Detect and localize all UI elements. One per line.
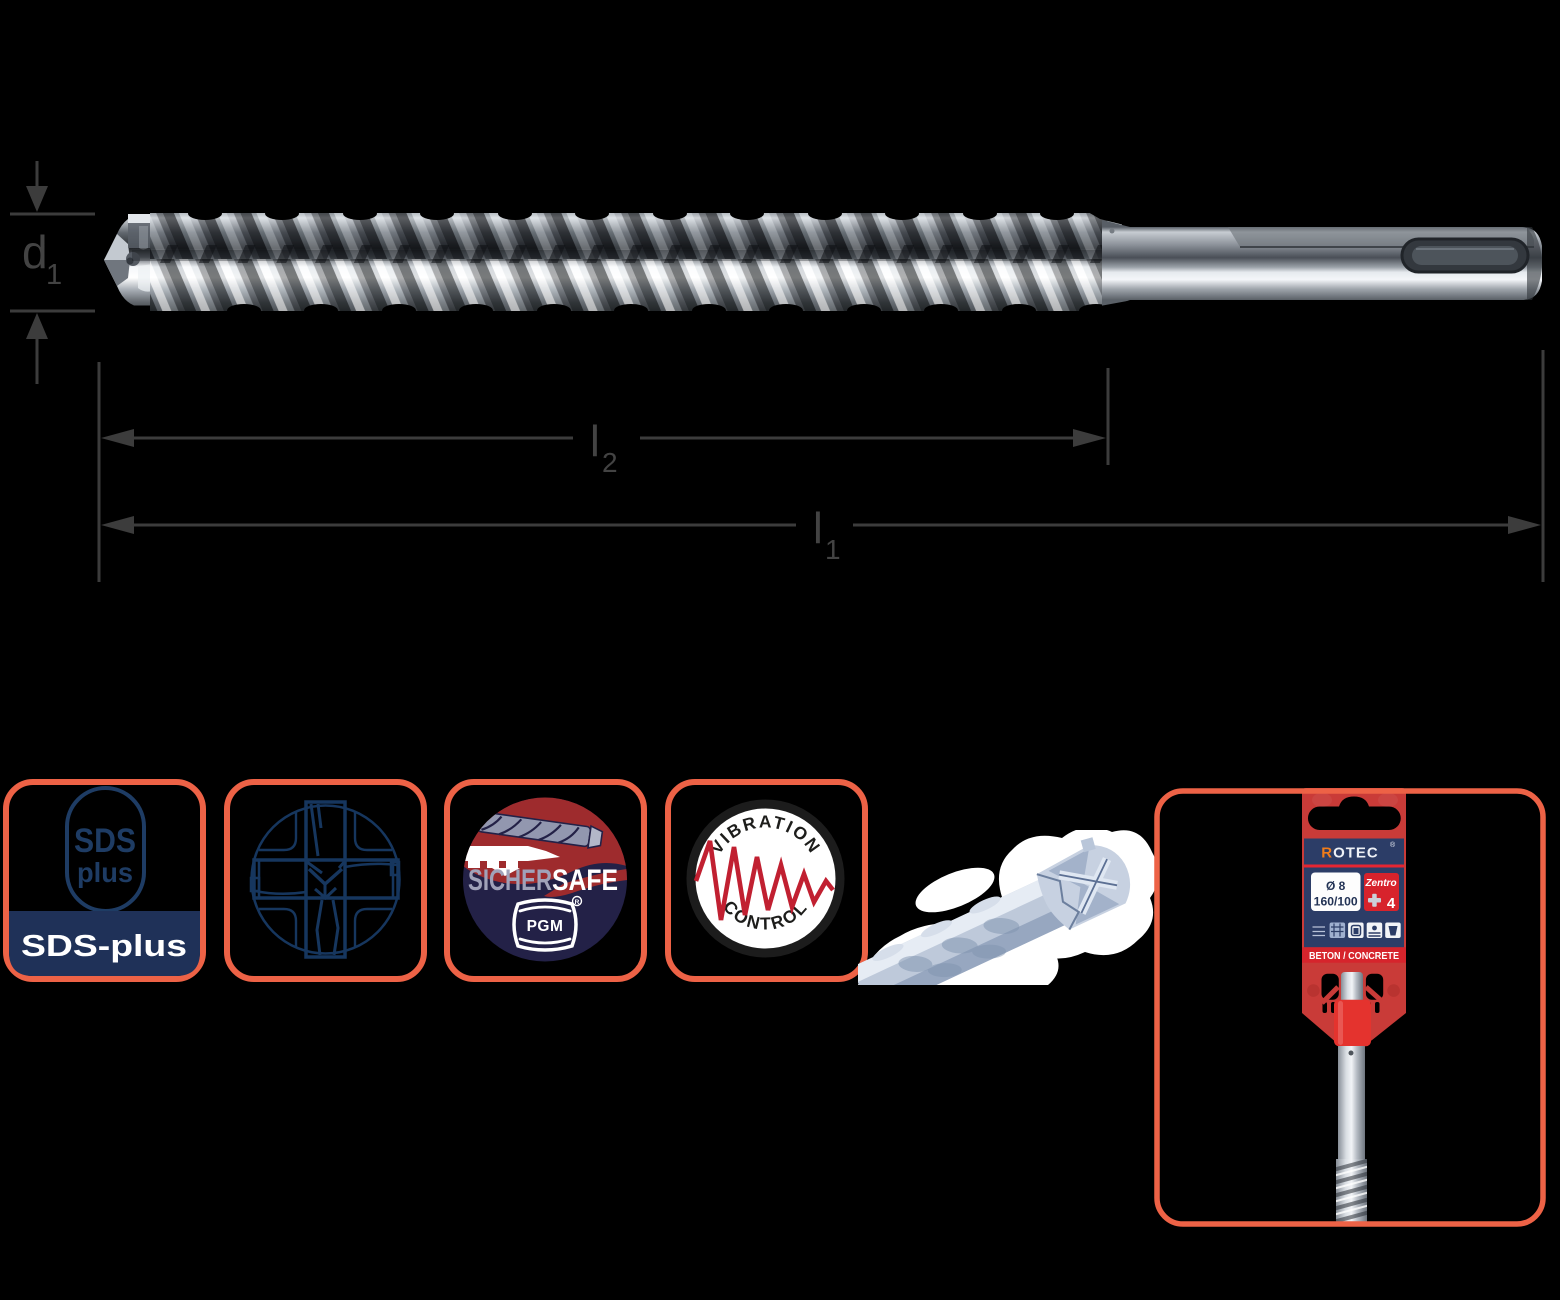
svg-text:SDS-plus: SDS-plus (21, 928, 187, 963)
svg-text:SAFE: SAFE (552, 864, 618, 897)
svg-text:l: l (813, 504, 823, 553)
svg-text:Ø 8: Ø 8 (1326, 879, 1346, 893)
svg-text:SICHER: SICHER (468, 864, 552, 897)
svg-text:l: l (590, 417, 600, 466)
svg-text:PGM: PGM (527, 918, 564, 935)
svg-text:2: 2 (602, 447, 618, 478)
svg-text:BETON / CONCRETE: BETON / CONCRETE (1309, 951, 1399, 962)
svg-text:Zentro: Zentro (1364, 878, 1396, 889)
svg-text:d: d (22, 226, 48, 278)
svg-text:R: R (575, 899, 580, 906)
svg-text:1: 1 (46, 259, 62, 291)
svg-text:4: 4 (1387, 895, 1396, 912)
svg-text:plus: plus (77, 857, 133, 888)
svg-text:160/100: 160/100 (1314, 895, 1358, 909)
svg-text:1: 1 (825, 534, 841, 565)
svg-text:®: ® (1390, 841, 1396, 849)
svg-text:SDS: SDS (74, 822, 136, 860)
svg-text:ROTEC: ROTEC (1321, 845, 1379, 862)
